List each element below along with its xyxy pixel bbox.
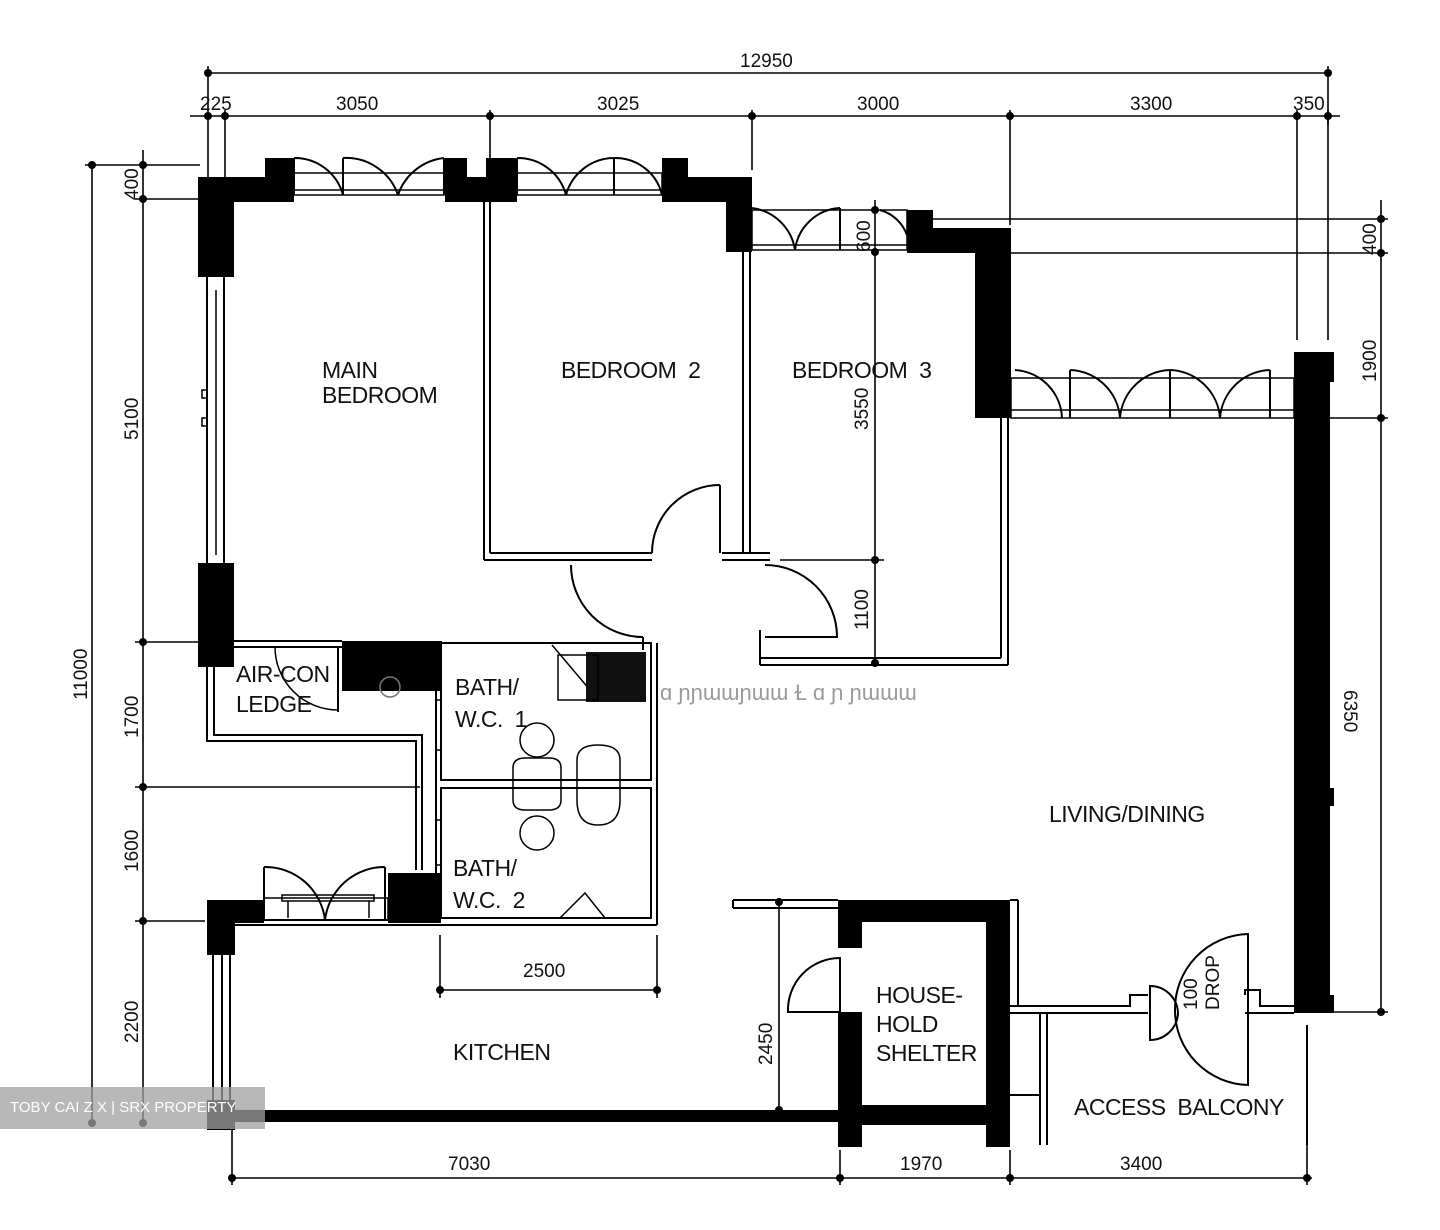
room-label-aircon-line1: AIR-CON <box>236 661 330 687</box>
room-label-shelter-line3: SHELTER <box>876 1040 977 1066</box>
dim-left-1600: 1600 <box>122 830 143 872</box>
room-label-main-bedroom-line2: BEDROOM <box>322 382 437 408</box>
room-label-aircon-line2: LEDGE <box>236 691 312 717</box>
doors <box>274 484 1249 1087</box>
dim-bath-width: 2500 <box>523 961 565 982</box>
dim-left-1700: 1700 <box>122 696 143 738</box>
structural-walls <box>198 158 1334 1147</box>
room-label-bath2-line2: W.C. 2 <box>453 887 525 913</box>
room-label-shelter-line1: HOUSE- <box>876 982 962 1008</box>
drop-note-line2: DROP <box>1203 955 1224 1010</box>
partitions <box>201 202 1308 1145</box>
dim-bottom-3400: 3400 <box>1120 1154 1162 1175</box>
room-label-bath1-line2: W.C. 1 <box>455 706 527 732</box>
room-label-bath1-line1: BATH/ <box>455 674 520 700</box>
dim-bottom-1970: 1970 <box>900 1154 942 1175</box>
dim-top-3300: 3300 <box>1130 94 1172 115</box>
room-label-access-balcony: ACCESS BALCONY <box>1074 1094 1284 1120</box>
dim-left-2200: 2200 <box>122 1001 143 1043</box>
watermark: TOBY CAI Z X | SRX PROPERTY <box>0 1087 265 1129</box>
dim-top-3000: 3000 <box>857 94 899 115</box>
dim-left-5100: 5100 <box>122 398 143 440</box>
dim-top-3050: 3050 <box>336 94 378 115</box>
dim-corridor: 1100 <box>852 589 873 630</box>
scan-artifact-text: ɑ ɲɲɯɯɲɯɯ Ɫ ɑ ɲ ɲɯɯɯ <box>660 680 917 705</box>
dim-shelter-depth: 2450 <box>756 1023 777 1065</box>
dimension-lines <box>85 66 1388 1185</box>
room-label-living-dining: LIVING/DINING <box>1049 801 1205 827</box>
dim-right-400: 400 <box>1360 223 1381 255</box>
dim-bedroom3-depth: 3550 <box>852 388 873 430</box>
dim-left-total: 11000 <box>71 649 92 700</box>
dim-top-350: 350 <box>1293 94 1325 115</box>
dim-right-6350: 6350 <box>1339 690 1360 732</box>
dim-left-400: 400 <box>122 168 143 200</box>
windows <box>263 156 1295 921</box>
drop-note-line1: 100 <box>1181 978 1202 1010</box>
room-label-main-bedroom-line1: MAIN <box>322 357 378 383</box>
dim-top-total: 12950 <box>740 51 793 72</box>
room-label-shelter-line2: HOLD <box>876 1011 938 1037</box>
room-label-bedroom-2: BEDROOM 2 <box>561 357 700 383</box>
room-label-bedroom-3: BEDROOM 3 <box>792 357 931 383</box>
dimension-labels: 12950 225 3050 3025 3000 3300 350 11000 … <box>71 51 1381 1175</box>
dim-right-1900: 1900 <box>1360 340 1381 382</box>
room-labels: MAIN BEDROOM BEDROOM 2 BEDROOM 3 AIR-CON… <box>236 357 1284 1120</box>
dim-bedroom3-window: 600 <box>854 220 875 252</box>
room-label-kitchen: KITCHEN <box>453 1039 550 1065</box>
dim-top-225: 225 <box>200 94 232 115</box>
dim-top-3025: 3025 <box>597 94 639 115</box>
dim-bottom-7030: 7030 <box>448 1154 490 1175</box>
room-label-bath2-line1: BATH/ <box>453 855 518 881</box>
sanitary-fixtures <box>379 652 646 851</box>
